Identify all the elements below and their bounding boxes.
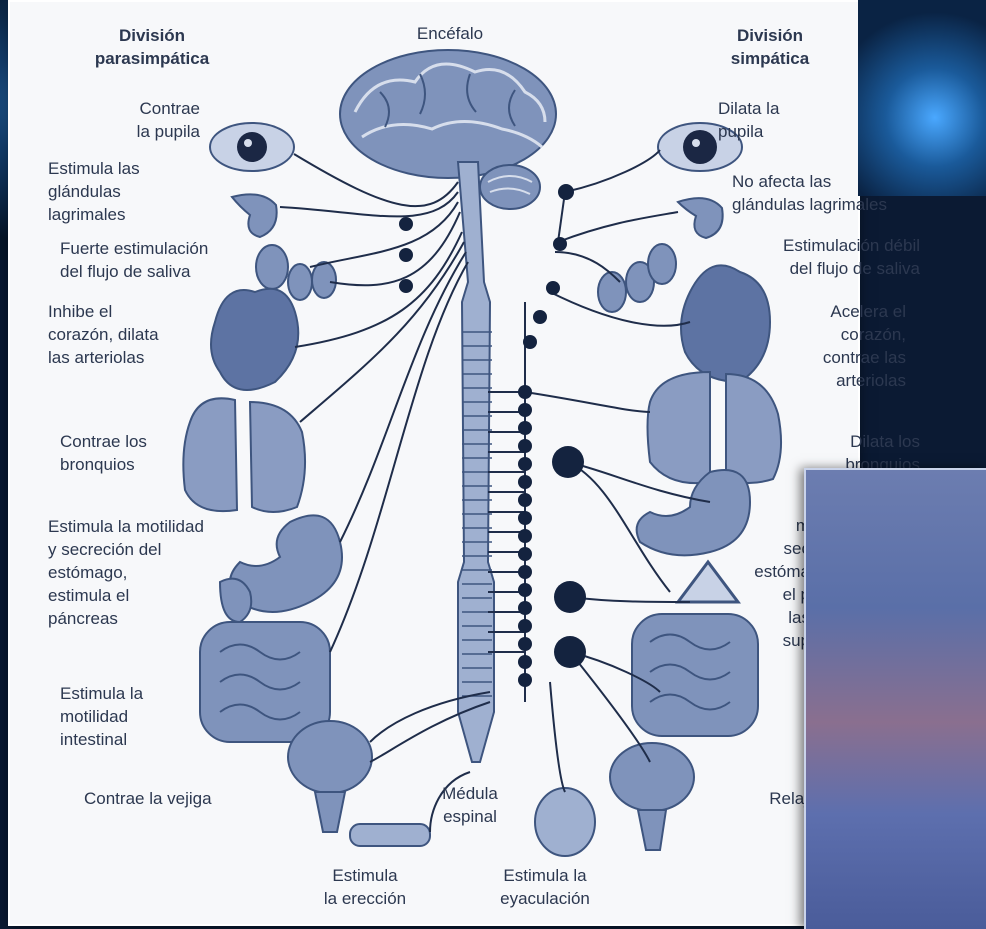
left-lacrimal-gland bbox=[232, 194, 277, 237]
left-heart bbox=[211, 289, 298, 390]
label-contrae-vejiga: Contrae la vejiga bbox=[84, 787, 264, 810]
header-parasympathetic: División parasimpática bbox=[72, 24, 232, 70]
label-right-stomach-cut: m sec estóma el p las sup bbox=[710, 514, 810, 652]
diagram-slide: División parasimpática Encéfalo División… bbox=[10, 2, 858, 924]
label-medula-espinal: Médula espinal bbox=[420, 782, 520, 828]
label-motilidad-intestinal: Estimula la motilidad intestinal bbox=[60, 682, 190, 751]
header-sympathetic: División simpática bbox=[710, 24, 830, 70]
background-neuron-image-right bbox=[858, 0, 986, 196]
right-lacrimal-gland bbox=[678, 198, 723, 238]
spinal-cord bbox=[458, 162, 494, 762]
left-bladder bbox=[288, 721, 372, 793]
label-contrae-bronquios: Contrae los bronquios bbox=[60, 430, 190, 476]
brain-illustration bbox=[340, 50, 556, 209]
label-estimula-eyaculacion: Estimula la eyaculación bbox=[480, 864, 610, 910]
label-fuerte-saliva: Fuerte estimulación del flujo de saliva bbox=[60, 237, 260, 283]
label-estimula-glandulas: Estimula las glándulas lagrimales bbox=[48, 157, 208, 226]
label-right-bladder-cut: Relaj bbox=[740, 787, 808, 810]
right-lungs bbox=[648, 372, 782, 483]
right-salivary-glands bbox=[598, 244, 676, 312]
label-dilata-pupila: Dilata la pupila bbox=[718, 97, 828, 143]
left-organs bbox=[183, 123, 430, 846]
left-lungs bbox=[183, 398, 305, 512]
testis-illustration bbox=[535, 788, 595, 856]
label-inhibe-corazon: Inhibe el corazón, dilata las arteriolas bbox=[48, 300, 208, 369]
label-acelera-corazon: Acelera el corazón, contrae las arteriol… bbox=[770, 300, 906, 392]
header-brain: Encéfalo bbox=[390, 22, 510, 45]
label-estimula-ereccion: Estimula la erección bbox=[305, 864, 425, 910]
overlapping-photo bbox=[804, 468, 986, 929]
label-contrae-pupila: Contrae la pupila bbox=[90, 97, 200, 143]
right-bladder bbox=[610, 743, 694, 811]
label-estimula-estomago: Estimula la motilidad y secreción del es… bbox=[48, 515, 268, 630]
penis-illustration bbox=[350, 824, 430, 846]
right-heart bbox=[681, 265, 770, 382]
label-estimulacion-debil: Estimulación débil del flujo de saliva bbox=[690, 234, 920, 280]
